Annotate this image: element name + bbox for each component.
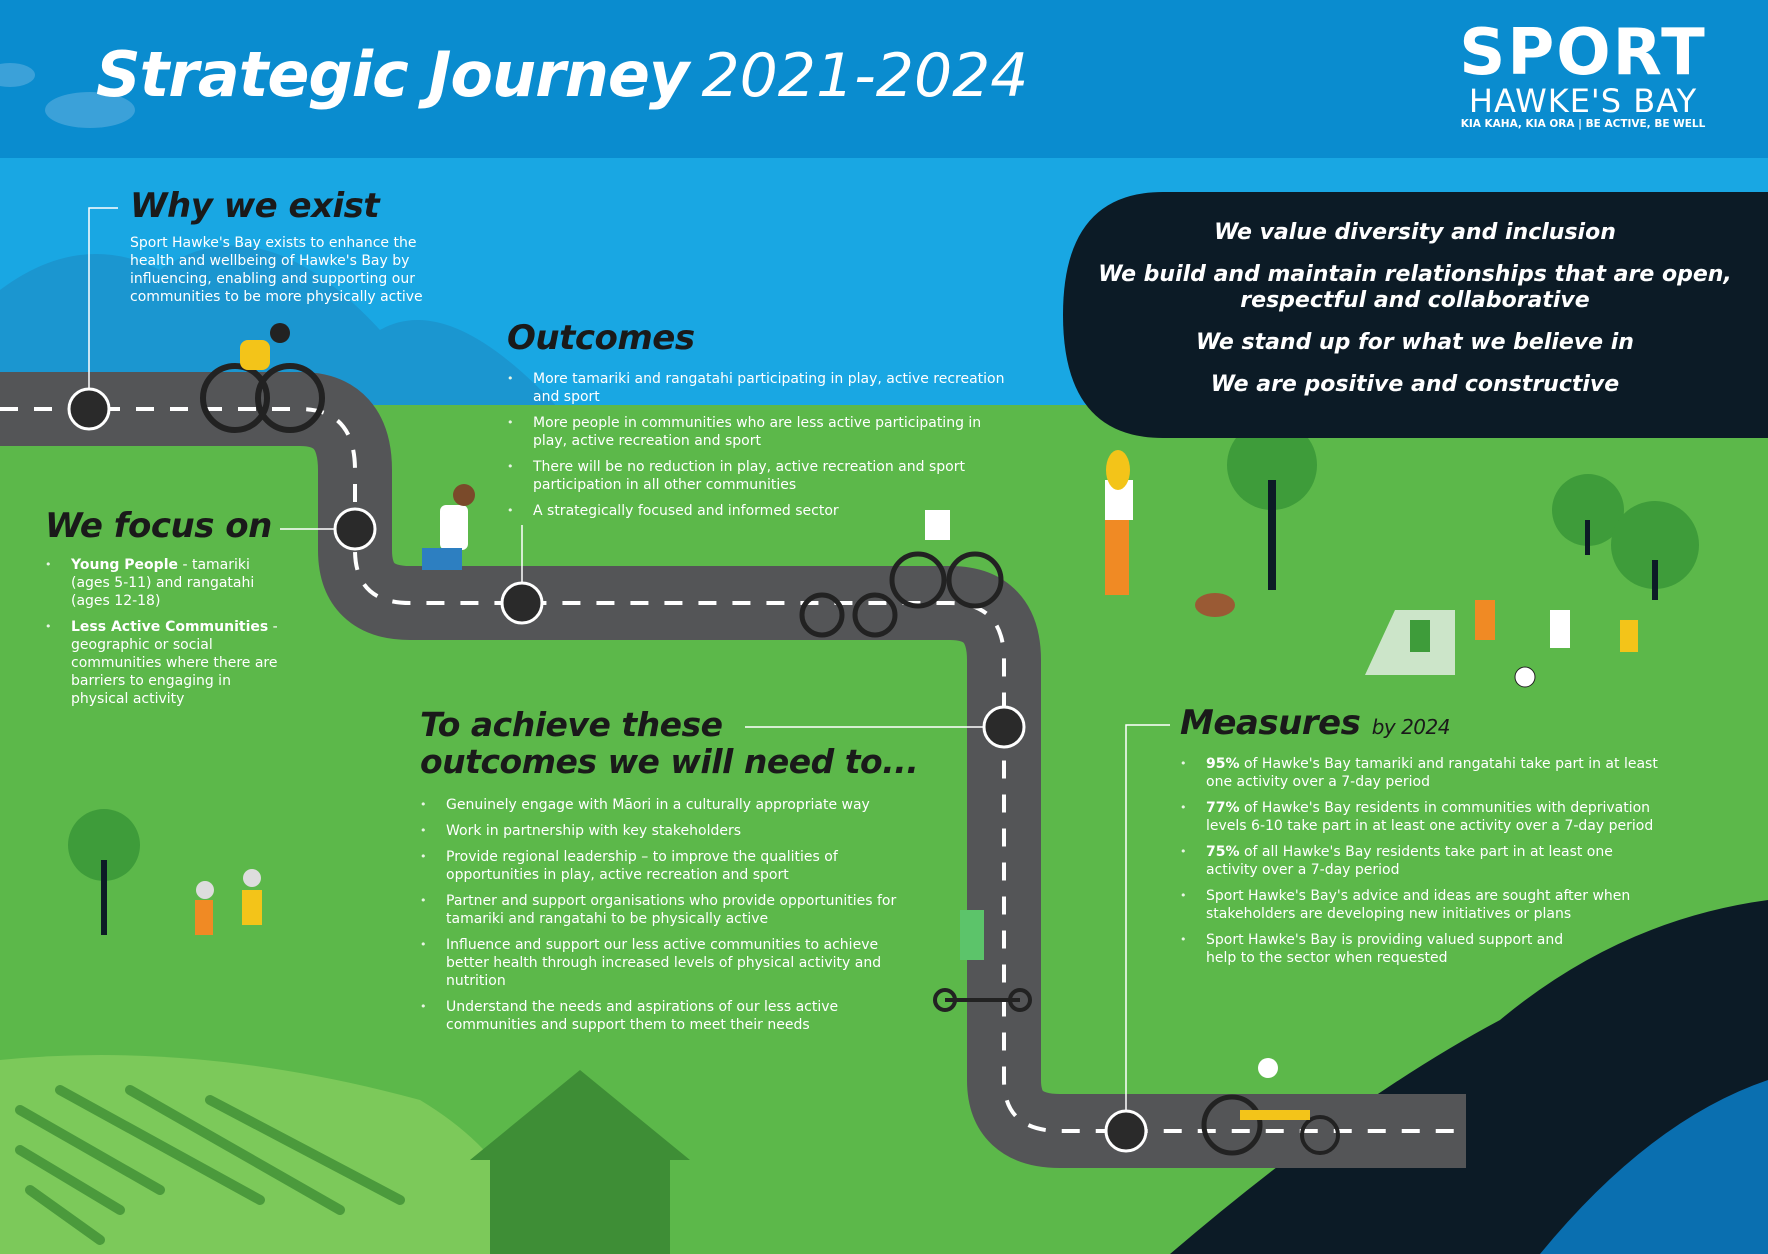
- measures-section: Measures by 2024 95% of Hawke's Bay tama…: [1180, 703, 1660, 975]
- why-text: Sport Hawke's Bay exists to enhance the …: [130, 235, 423, 305]
- scooter-rider-icon: [933, 910, 1032, 1012]
- football-players-icon: [1365, 600, 1638, 688]
- measure-text: of Hawke's Bay tamariki and rangatahi ta…: [1206, 756, 1658, 790]
- connector-lines: [88, 207, 1170, 1111]
- family-cyclists-icon: [799, 510, 1004, 638]
- achieve-item: Understand the needs and aspirations of …: [420, 998, 910, 1034]
- measure-text: Sport Hawke's Bay's advice and ideas are…: [1206, 888, 1631, 922]
- focus-item-bold: Young People: [71, 557, 178, 573]
- outcome-item: A strategically focused and informed sec…: [507, 502, 1007, 520]
- achieve-item: Genuinely engage with Māori in a cultura…: [420, 796, 910, 814]
- elderly-walkers-icon: [195, 869, 262, 935]
- achieve-item: Influence and support our less active co…: [420, 936, 910, 990]
- focus-item: Young People - tamariki (ages 5-11) and …: [45, 556, 285, 610]
- why-title: Why we exist: [130, 186, 380, 226]
- focus-title: We focus on: [45, 506, 272, 546]
- outcome-item: There will be no reduction in play, acti…: [507, 458, 1007, 494]
- outcome-item: More people in communities who are less …: [507, 414, 1007, 450]
- measure-text: of all Hawke's Bay residents take part i…: [1206, 844, 1613, 878]
- wheelchair-racer-icon: [1201, 1058, 1340, 1156]
- logo-tagline: KIA KAHA, KIA ORA | BE ACTIVE, BE WELL: [1460, 118, 1706, 130]
- value-item: We stand up for what we believe in: [1196, 330, 1634, 355]
- measure-item: 95% of Hawke's Bay tamariki and rangatah…: [1180, 755, 1660, 791]
- values-list: We value diversity and inclusion We buil…: [1085, 220, 1745, 414]
- measure-percent: 75%: [1206, 844, 1240, 860]
- measures-title-text: Measures: [1180, 703, 1361, 743]
- header-band: [0, 0, 1768, 158]
- measure-item: 75% of all Hawke's Bay residents take pa…: [1180, 843, 1660, 879]
- outcomes-title: Outcomes: [507, 318, 695, 358]
- runner-icon: [422, 484, 475, 570]
- measure-item: 77% of Hawke's Bay residents in communit…: [1180, 799, 1660, 835]
- achieve-title-line2: outcomes we will need to...: [420, 742, 919, 781]
- focus-section: We focus on Young People - tamariki (age…: [45, 506, 285, 716]
- page-title: Strategic Journey 2021-2024: [96, 38, 1028, 111]
- achieve-item: Partner and support organisations who pr…: [420, 892, 910, 928]
- wharenui-silhouette: [470, 1070, 690, 1254]
- value-item: We are positive and constructive: [1210, 372, 1620, 397]
- measure-text: of Hawke's Bay residents in communities …: [1206, 800, 1654, 834]
- sport-hawkes-bay-logo: SPORT HAWKE'S BAY KIA KAHA, KIA ORA | BE…: [1448, 16, 1718, 130]
- measure-item: Sport Hawke's Bay's advice and ideas are…: [1180, 887, 1660, 923]
- value-item: We build and maintain relationships that…: [1098, 262, 1732, 313]
- achieve-title-line1: To achieve these: [420, 705, 723, 744]
- achieve-section: To achieve these outcomes we will need t…: [420, 706, 940, 1042]
- outcomes-section: Outcomes More tamariki and rangatahi par…: [507, 318, 1007, 528]
- focus-item: Less Active Communities - geographic or …: [45, 618, 285, 708]
- dog-walker-icon: [1105, 450, 1235, 617]
- why-we-exist-section: Why we exist Sport Hawke's Bay exists to…: [130, 186, 450, 306]
- tree-icon: [68, 420, 1699, 935]
- logo-word-hawkes-bay: HAWKE'S BAY: [1468, 82, 1698, 120]
- achieve-item: Work in partnership with key stakeholder…: [420, 822, 910, 840]
- focus-item-bold: Less Active Communities: [71, 619, 269, 635]
- measure-percent: 95%: [1206, 756, 1240, 772]
- title-years: 2021-2024: [701, 41, 1029, 111]
- measure-text: Sport Hawke's Bay is providing valued su…: [1206, 932, 1564, 966]
- title-bold: Strategic Journey: [96, 38, 689, 111]
- achieve-title: To achieve these outcomes we will need t…: [420, 706, 940, 780]
- focus-item-text: - geographic or social communities where…: [71, 619, 278, 707]
- outcome-item: More tamariki and rangatahi participatin…: [507, 370, 1007, 406]
- value-item: We value diversity and inclusion: [1214, 220, 1616, 245]
- measures-title: Measures by 2024: [1180, 703, 1660, 743]
- measures-subtitle: by 2024: [1371, 715, 1451, 739]
- logo-word-sport: SPORT: [1459, 16, 1707, 90]
- cyclist-icon: [200, 323, 325, 433]
- measure-percent: 77%: [1206, 800, 1240, 816]
- achieve-item: Provide regional leadership – to improve…: [420, 848, 910, 884]
- field-hill: [0, 1055, 540, 1254]
- measure-item: Sport Hawke's Bay is providing valued su…: [1180, 931, 1566, 967]
- focus-item-text: - tamariki (ages 5-11) and rangatahi (ag…: [71, 557, 255, 609]
- values-panel: [1063, 192, 1768, 438]
